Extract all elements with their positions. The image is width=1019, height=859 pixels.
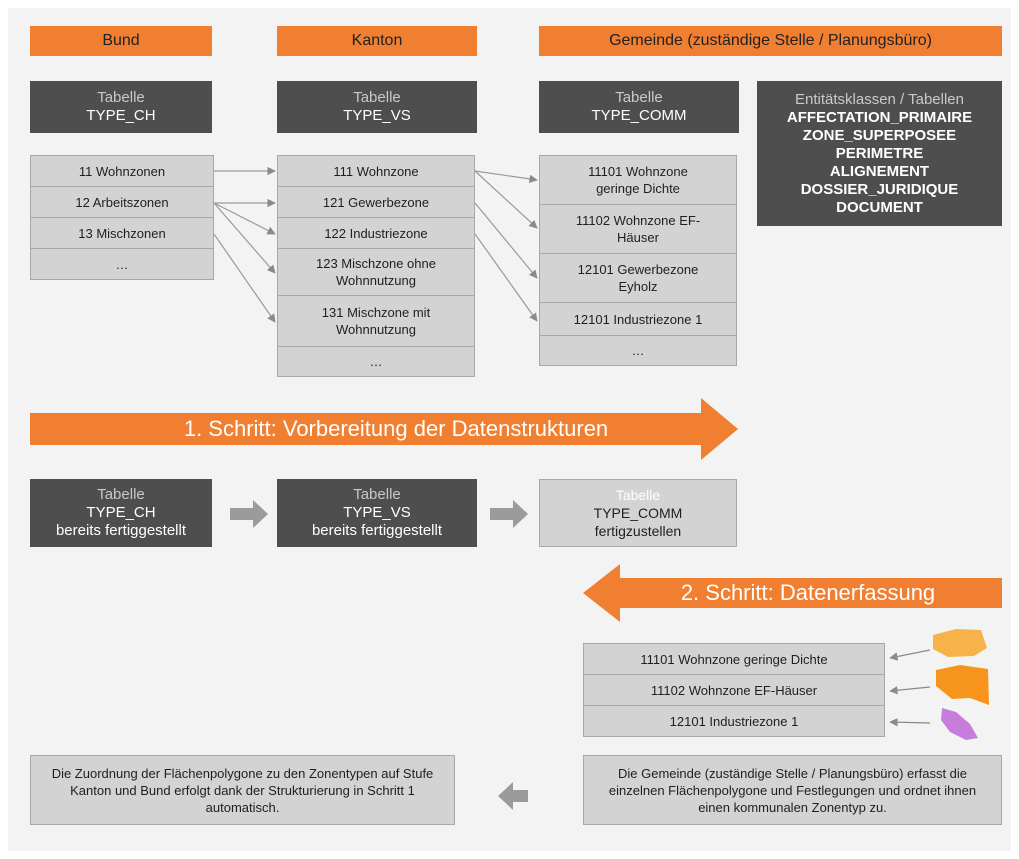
entity-classes-box: Entitätsklassen / Tabellen AFFECTATION_P… — [757, 81, 1002, 226]
list-item: 12101 Industriezone 1 — [583, 705, 885, 737]
table-name: TYPE_VS — [343, 107, 411, 124]
table-label: Tabelle — [97, 89, 145, 106]
step1-label: 1. Schritt: Vorbereitung der Datenstrukt… — [183, 416, 609, 441]
diagram-canvas: Bund Kanton Gemeinde (zuständige Stelle … — [8, 8, 1011, 851]
list-item: 11102 Wohnzone EF-Häuser — [583, 674, 885, 706]
table-label: Tabelle — [353, 89, 401, 106]
connector-arrow — [474, 233, 538, 322]
connector-arrow — [213, 202, 276, 235]
capture-list: 11101 Wohnzone geringe Dichte 11102 Wohn… — [583, 643, 885, 737]
table-name: TYPE_CH — [86, 504, 156, 521]
entity-item: ZONE_SUPERPOSEE — [802, 126, 957, 144]
table-status: fertigzustellen — [594, 523, 682, 539]
connector-arrow — [474, 170, 538, 229]
table-status: bereits fertiggestellt — [311, 522, 443, 539]
note-gemeinde: Die Gemeinde (zuständige Stelle / Planun… — [583, 755, 1002, 825]
table-name: TYPE_VS — [343, 504, 411, 521]
list-item: 12101 Gewerbezone Eyholz — [539, 253, 737, 303]
list-item: … — [30, 248, 214, 280]
note-automatic-assignment: Die Zuordnung der Flächenpolygone zu den… — [30, 755, 455, 825]
table-type-vs: Tabelle TYPE_VS — [277, 81, 477, 133]
entity-item: DOCUMENT — [836, 198, 923, 216]
polygon-orange-icon — [936, 665, 989, 705]
table-type-comm: Tabelle TYPE_COMM — [539, 81, 739, 133]
list-item: 11101 Wohnzone geringe Dichte — [539, 155, 737, 205]
table-name: TYPE_COMM — [593, 505, 683, 521]
list-item: 131 Mischzone mit Wohnnutzung — [277, 295, 475, 347]
step1-box-type-comm: Tabelle TYPE_COMM fertigzustellen — [539, 479, 737, 547]
table-label: Tabelle — [615, 89, 663, 106]
list-item: 13 Mischzonen — [30, 217, 214, 249]
connector-arrow — [213, 233, 276, 323]
list-item: 11101 Wohnzone geringe Dichte — [583, 643, 885, 675]
list-item: 12 Arbeitszonen — [30, 186, 214, 218]
polygon-orange-light-icon — [933, 629, 987, 657]
connector-arrow — [213, 202, 276, 274]
list-item: 111 Wohnzone — [277, 155, 475, 187]
table-name: TYPE_COMM — [591, 107, 687, 124]
connector-lines — [30, 166, 1002, 810]
step2-arrow-shape — [583, 564, 1002, 622]
list-type-ch: 11 Wohnzonen 12 Arbeitszonen 13 Mischzon… — [30, 155, 214, 280]
entity-item: ALIGNEMENT — [829, 162, 930, 180]
polygon-arrow — [889, 686, 931, 695]
entity-item: AFFECTATION_PRIMAIRE — [786, 108, 973, 126]
header-bund: Bund — [30, 26, 212, 56]
list-item: 11 Wohnzonen — [30, 155, 214, 187]
table-name: TYPE_CH — [86, 107, 156, 124]
table-label: Tabelle — [97, 486, 145, 503]
polygon-purple-icon — [941, 708, 978, 740]
list-item: … — [277, 346, 475, 377]
entity-classes-label: Entitätsklassen / Tabellen — [795, 90, 964, 108]
polygon-arrow — [889, 717, 931, 727]
connector-arrow — [474, 170, 538, 184]
entity-item: DOSSIER_JURIDIQUE — [800, 180, 959, 198]
polygon-arrow — [889, 649, 931, 661]
table-status: bereits fertiggestellt — [55, 522, 187, 539]
list-type-vs: 111 Wohnzone 121 Gewerbezone 122 Industr… — [277, 155, 475, 377]
table-type-ch: Tabelle TYPE_CH — [30, 81, 212, 133]
step1-box-type-ch: Tabelle TYPE_CH bereits fertiggestellt — [30, 479, 212, 547]
step2-label: 2. Schritt: Datenerfassung — [680, 580, 936, 605]
step1-box-type-vs: Tabelle TYPE_VS bereits fertiggestellt — [277, 479, 477, 547]
flow-arrow-left-icon — [498, 782, 528, 810]
table-label: Tabelle — [615, 487, 661, 503]
connector-arrow — [474, 202, 538, 279]
list-item: 121 Gewerbezone — [277, 186, 475, 218]
list-item: … — [539, 335, 737, 366]
flow-arrow-icon — [490, 500, 528, 528]
header-kanton: Kanton — [277, 26, 477, 56]
flow-arrow-icon — [230, 500, 268, 528]
header-gemeinde: Gemeinde (zuständige Stelle / Planungsbü… — [539, 26, 1002, 56]
step1-arrow-shape — [30, 398, 738, 460]
table-label: Tabelle — [353, 486, 401, 503]
list-type-comm: 11101 Wohnzone geringe Dichte 11102 Wohn… — [539, 155, 737, 366]
entity-item: PERIMETRE — [835, 144, 924, 162]
